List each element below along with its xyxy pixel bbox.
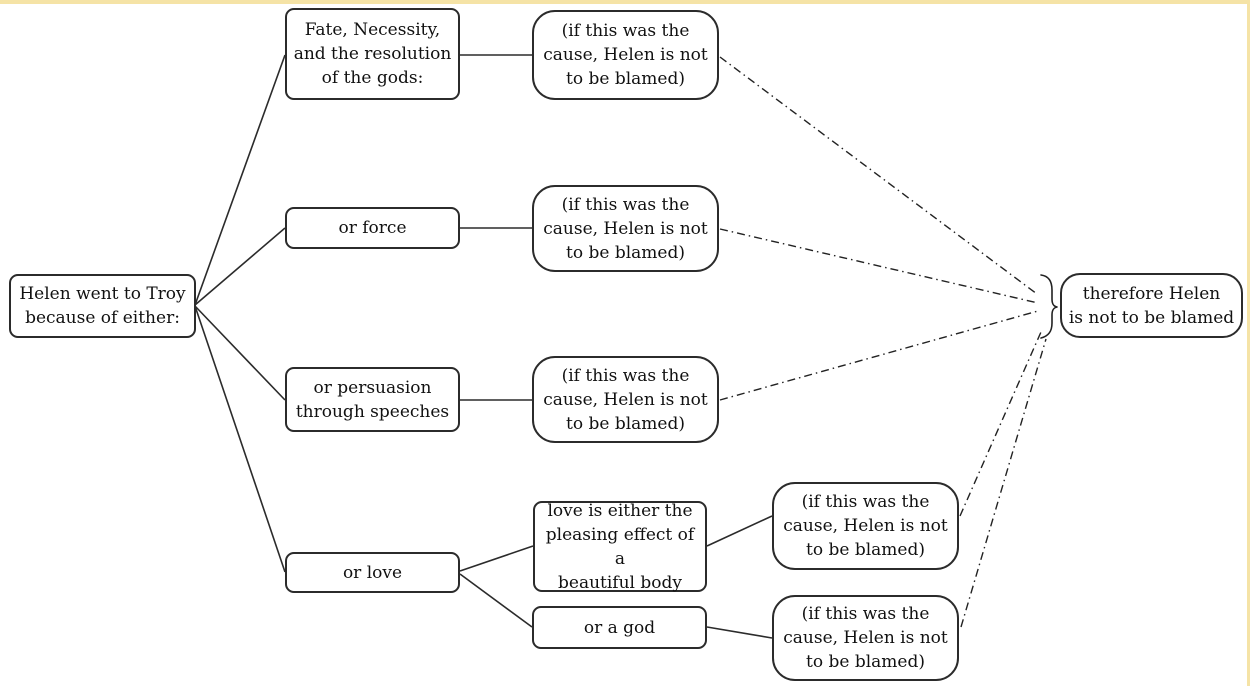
node-cause-love-label: or love <box>342 562 403 583</box>
node-subcause-body: love is either the pleasing effect of a … <box>533 500 707 593</box>
node-conclusion-label: therefore Helen is not to be blamed <box>1068 283 1235 328</box>
edge-note-a-conclusion <box>719 56 1038 295</box>
node-note-body-label: (if this was the cause, Helen is not to … <box>783 492 948 560</box>
node-cause-force-label: or force <box>338 218 407 238</box>
node-cause-love: or love <box>285 552 460 593</box>
edge-love-god <box>459 573 533 628</box>
edge-body-note <box>706 515 773 547</box>
node-note-fate: (if this was the cause, Helen is not to … <box>532 10 719 100</box>
node-note-force: (if this was the cause, Helen is not to … <box>532 185 719 272</box>
node-cause-persuasion: or persuasion through speeches <box>285 367 460 432</box>
node-note-body: (if this was the cause, Helen is not to … <box>772 482 959 570</box>
edge-love-body <box>459 545 534 572</box>
edge-god-note <box>706 626 773 639</box>
edge-note-e-conclusion <box>960 338 1047 628</box>
node-subcause-body-label: love is either the pleasing effect of a … <box>545 500 695 593</box>
curly-brace <box>1040 274 1058 339</box>
node-subcause-god: or a god <box>532 606 707 649</box>
node-cause-fate: Fate, Necessity, and the resolution of t… <box>285 8 460 100</box>
node-note-persuasion: (if this was the cause, Helen is not to … <box>532 356 719 443</box>
node-conclusion: therefore Helen is not to be blamed <box>1060 273 1243 338</box>
node-root: Helen went to Troy because of either: <box>9 274 196 338</box>
page-border-top <box>0 0 1250 4</box>
node-note-god: (if this was the cause, Helen is not to … <box>772 595 959 681</box>
edge-note-c-conclusion <box>719 310 1039 401</box>
node-note-force-label: (if this was the cause, Helen is not to … <box>543 194 708 263</box>
node-cause-fate-label: Fate, Necessity, and the resolution of t… <box>293 20 452 88</box>
node-note-persuasion-label: (if this was the cause, Helen is not to … <box>543 365 708 434</box>
node-note-fate-label: (if this was the cause, Helen is not to … <box>543 21 708 89</box>
edge-root-love <box>194 305 286 573</box>
page-border-right <box>1247 0 1250 686</box>
node-note-god-label: (if this was the cause, Helen is not to … <box>783 604 948 672</box>
node-root-label: Helen went to Troy because of either: <box>19 284 186 328</box>
node-cause-persuasion-label: or persuasion through speeches <box>295 377 450 422</box>
edge-note-d-conclusion <box>959 331 1042 517</box>
edge-root-force <box>194 227 286 306</box>
edge-note-b-conclusion <box>719 228 1039 304</box>
edge-root-persuasion <box>194 305 286 401</box>
node-subcause-god-label: or a god <box>583 617 656 638</box>
node-cause-force: or force <box>285 207 460 249</box>
edge-root-fate <box>194 54 286 306</box>
